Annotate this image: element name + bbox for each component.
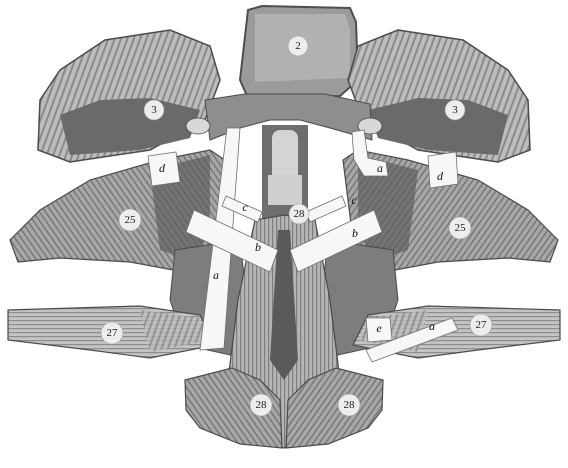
label-a-right-lower: a <box>429 319 435 333</box>
label-27-left: 27 <box>107 327 119 339</box>
label-a-right-upper: a <box>377 161 383 175</box>
right-upper-wing <box>348 30 530 162</box>
label-c-left: c <box>242 200 248 214</box>
label-25-left: 25 <box>125 214 137 226</box>
label-3-left: 3 <box>151 104 157 116</box>
marker-28-right: 28 <box>338 394 360 416</box>
label-28-left: 28 <box>256 399 268 411</box>
marker-3-right: 3 <box>445 100 465 120</box>
marker-2: 2 <box>288 36 308 56</box>
label-d-left: d <box>159 161 166 175</box>
plate-e: e <box>366 318 392 342</box>
marker-28-left: 28 <box>250 394 272 416</box>
marker-27-left: 27 <box>101 322 123 344</box>
label-a-left: a <box>213 268 219 282</box>
label-b-left: b <box>255 240 261 254</box>
plate-d-right: d <box>428 152 458 188</box>
label-2: 2 <box>295 40 301 52</box>
label-28-center: 28 <box>294 208 306 220</box>
label-25-right: 25 <box>455 222 467 234</box>
marker-27-right: 27 <box>470 314 492 336</box>
marker-3-left: 3 <box>144 100 164 120</box>
label-c-right: c <box>351 193 357 207</box>
label-b-right: b <box>352 226 358 240</box>
label-3-right: 3 <box>452 104 458 116</box>
label-27-right: 27 <box>476 319 488 331</box>
label-e: e <box>376 321 382 335</box>
marker-28-center: 28 <box>289 204 309 224</box>
plate-d-left: d <box>148 152 180 186</box>
label-d-right: d <box>437 169 444 183</box>
label-28-right: 28 <box>344 399 356 411</box>
left-upper-wing <box>38 30 220 162</box>
left-joint-knob <box>186 118 210 134</box>
marker-25-right: 25 <box>449 217 471 239</box>
marker-25-left: 25 <box>119 209 141 231</box>
